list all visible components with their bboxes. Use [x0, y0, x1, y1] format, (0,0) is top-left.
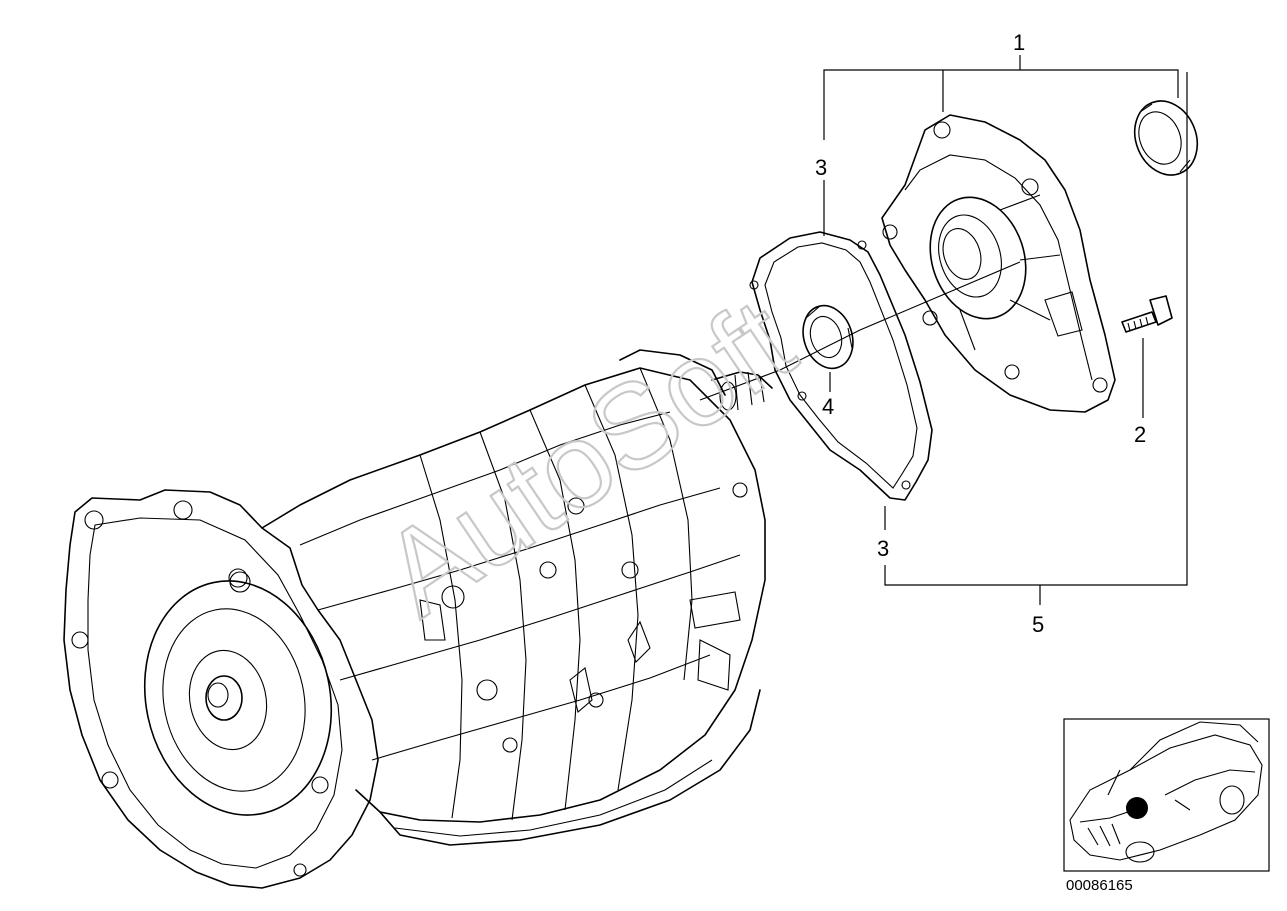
callout-2: 2 [1134, 422, 1146, 447]
rear-cover [881, 114, 1116, 413]
callout-4: 4 [822, 394, 834, 419]
vehicle-locator-inset [1063, 718, 1270, 872]
watermark: AutoSoft [360, 273, 817, 641]
shaft-seal [802, 304, 854, 370]
diagram-part-number: 00086165 [1066, 877, 1133, 894]
bolt [1121, 295, 1173, 333]
location-marker [1126, 797, 1148, 819]
callout-1: 1 [1013, 30, 1025, 55]
shaft-axis-line [699, 261, 1021, 401]
leader-lines [823, 55, 1188, 605]
callout-5: 5 [1032, 612, 1044, 637]
gasket [749, 231, 933, 501]
automatic-transmission [63, 349, 773, 889]
seal-ring [1133, 100, 1199, 176]
callout-3-top: 3 [815, 155, 827, 180]
callout-3-bottom: 3 [877, 536, 889, 561]
